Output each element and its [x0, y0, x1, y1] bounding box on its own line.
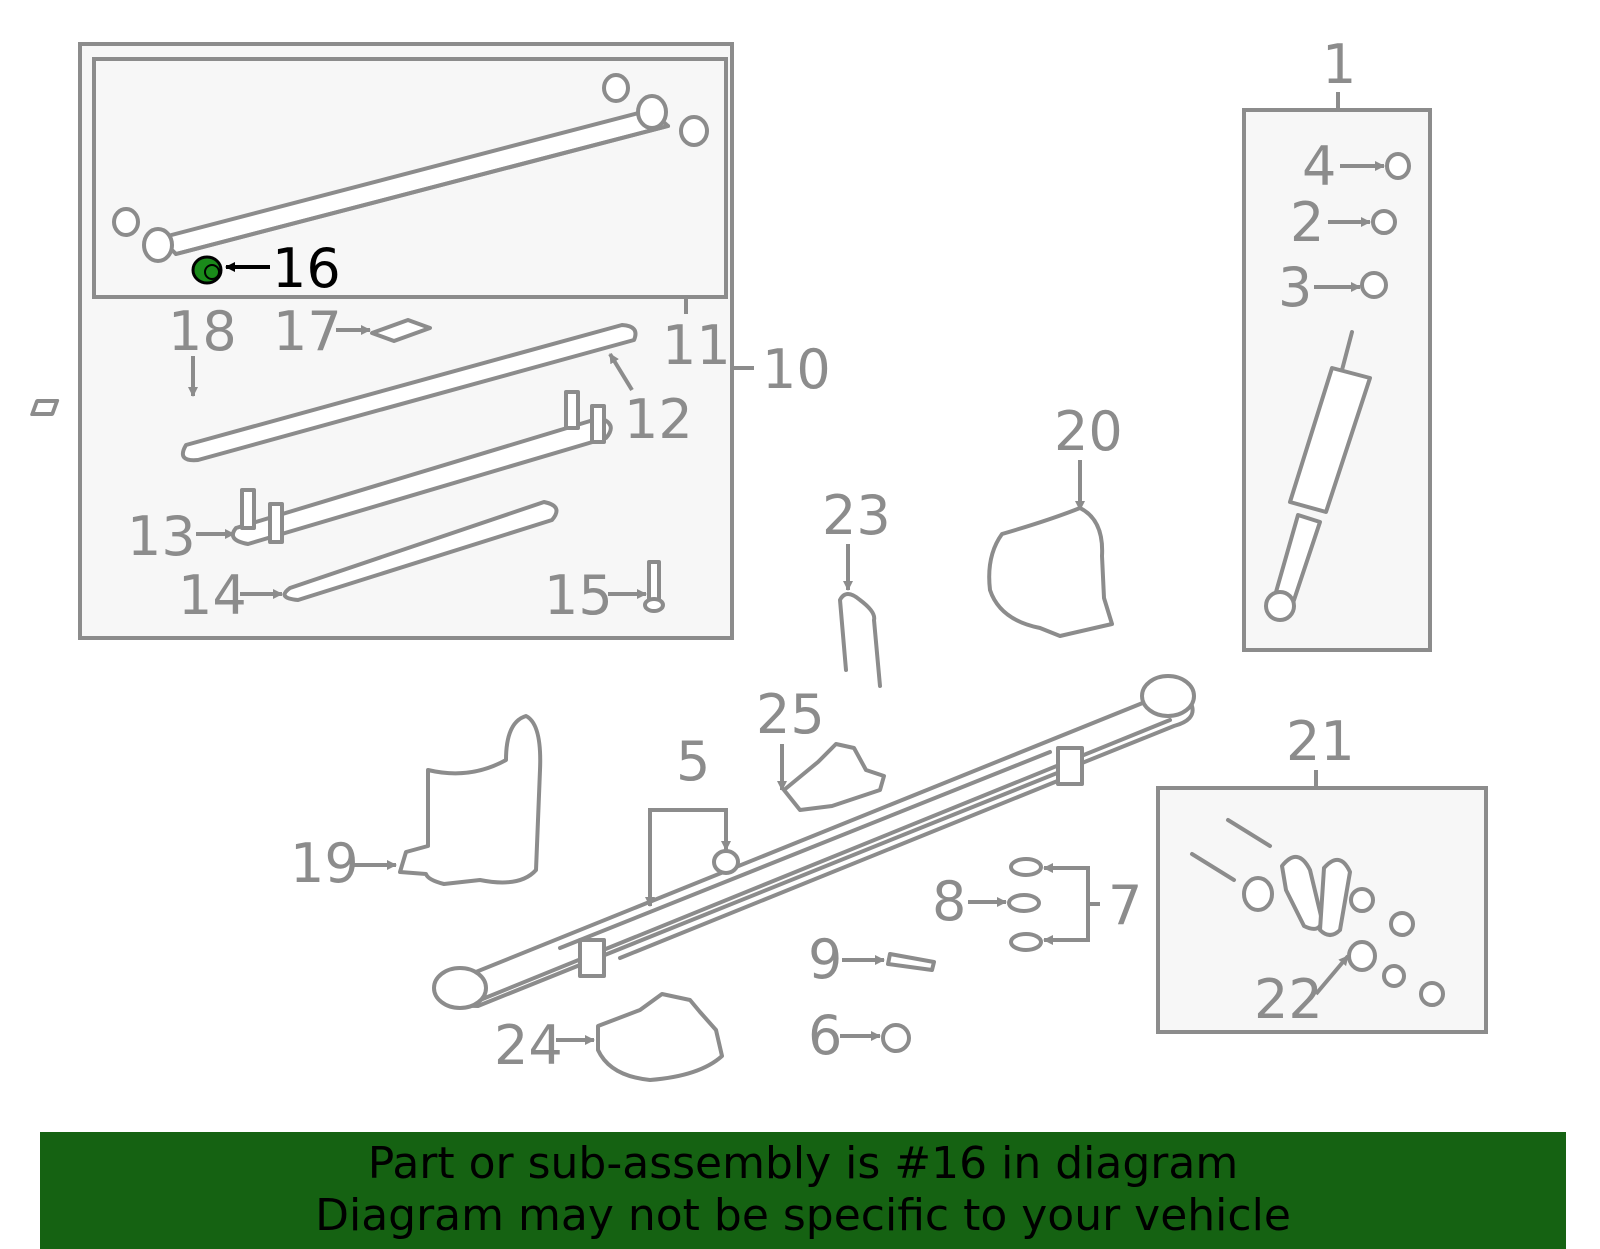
part-3	[1360, 271, 1388, 299]
part-4	[1385, 152, 1411, 180]
shackle-kit-21	[1190, 818, 1445, 1007]
part-2	[1371, 209, 1397, 235]
callout-11: 11	[662, 314, 731, 377]
callout-5: 5	[676, 730, 710, 793]
leaf-spring-11	[112, 73, 709, 263]
part-18	[30, 399, 60, 416]
callout-20: 20	[1054, 400, 1123, 463]
leader-12	[608, 352, 634, 392]
info-banner: Part or sub-assembly is #16 in diagram D…	[40, 1132, 1566, 1249]
bracket-20	[987, 506, 1114, 638]
callout-25: 25	[756, 683, 825, 746]
bushing-16-highlighted	[191, 255, 223, 285]
callout-15: 15	[544, 564, 613, 627]
bracket-19	[398, 714, 543, 886]
leader-7	[1046, 866, 1090, 942]
leader-5	[648, 808, 731, 904]
leaf-13	[231, 390, 613, 546]
callout-22: 22	[1254, 968, 1323, 1031]
callout-13: 13	[127, 505, 196, 568]
callout-1: 1	[1322, 33, 1356, 96]
callout-16: 16	[272, 237, 341, 300]
banner-line-part: Part or sub-assembly is #16 in diagram	[367, 1138, 1239, 1189]
callout-4: 4	[1302, 135, 1336, 198]
callout-8: 8	[932, 870, 966, 933]
bolt-15	[643, 560, 665, 613]
washer-8	[1007, 893, 1041, 913]
part-6	[881, 1023, 911, 1053]
callout-21: 21	[1286, 710, 1355, 773]
main-leaf-spring	[432, 674, 1196, 1010]
seat-24	[596, 992, 724, 1082]
washer-7-bottom	[1009, 932, 1043, 952]
callout-2: 2	[1290, 191, 1324, 254]
banner-line-disclaimer: Diagram may not be specific to your vehi…	[315, 1190, 1291, 1241]
bolt-9	[886, 952, 936, 972]
callout-24: 24	[494, 1014, 563, 1077]
callout-14: 14	[178, 564, 247, 627]
callout-6: 6	[808, 1004, 842, 1067]
callout-7: 7	[1108, 874, 1142, 937]
callout-23: 23	[822, 484, 891, 547]
washer-7-top	[1009, 857, 1043, 877]
callout-17: 17	[273, 300, 342, 363]
callout-10: 10	[762, 338, 831, 401]
callout-3: 3	[1278, 256, 1312, 319]
callout-18: 18	[168, 300, 237, 363]
leader-22	[1314, 954, 1350, 996]
callout-19: 19	[290, 832, 359, 895]
shock-absorber	[1264, 330, 1372, 622]
part-5	[712, 849, 740, 875]
callout-9: 9	[808, 928, 842, 991]
u-bolt-23	[838, 592, 882, 688]
leaf-14	[282, 500, 559, 602]
pad-25	[782, 742, 886, 812]
part-17	[370, 318, 432, 343]
leaf-12	[181, 323, 638, 463]
callout-12: 12	[624, 388, 693, 451]
